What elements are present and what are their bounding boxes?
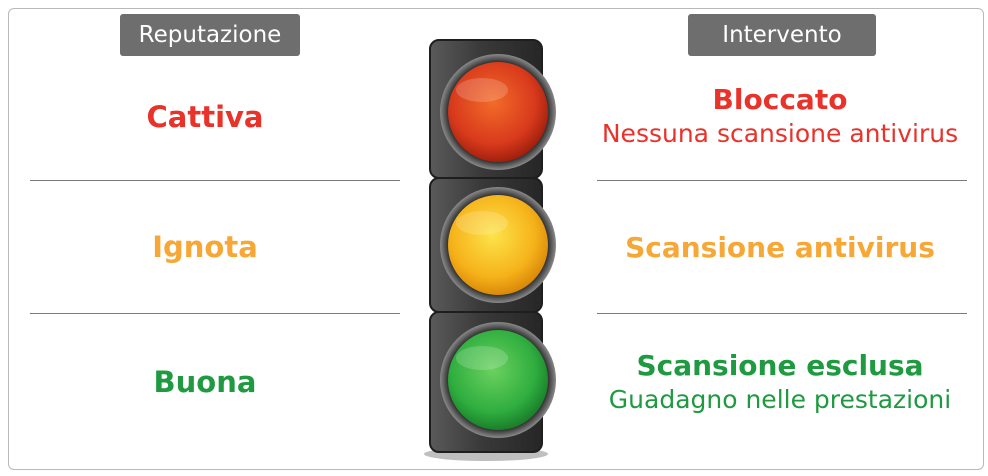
action-header: Intervento xyxy=(688,14,876,56)
action-excluded-title: Scansione esclusa xyxy=(636,349,924,382)
reputation-unknown-label: Ignota xyxy=(152,230,258,264)
reputation-good-label: Buona xyxy=(153,365,257,399)
reputation-header: Reputazione xyxy=(120,14,300,56)
action-scan: Scansione antivirus xyxy=(575,230,985,266)
yellow-lamp-highlight xyxy=(456,211,508,235)
green-lamp xyxy=(448,330,548,430)
red-lamp xyxy=(448,62,548,162)
action-scan-title: Scansione antivirus xyxy=(625,231,935,264)
red-lamp-highlight xyxy=(456,78,508,102)
action-blocked: Bloccato Nessuna scansione antivirus xyxy=(575,82,985,150)
left-divider-1 xyxy=(30,180,400,181)
action-blocked-subtitle: Nessuna scansione antivirus xyxy=(601,119,959,148)
action-blocked-title: Bloccato xyxy=(712,83,848,116)
right-divider-2 xyxy=(597,313,967,314)
right-divider-1 xyxy=(597,180,967,181)
green-lamp-highlight xyxy=(456,346,508,370)
reputation-bad-label: Cattiva xyxy=(146,100,264,134)
yellow-lamp xyxy=(448,195,548,295)
action-excluded-subtitle: Guadagno nelle prestazioni xyxy=(608,385,952,414)
action-excluded: Scansione esclusa Guadagno nelle prestaz… xyxy=(575,348,985,416)
left-divider-2 xyxy=(30,313,400,314)
